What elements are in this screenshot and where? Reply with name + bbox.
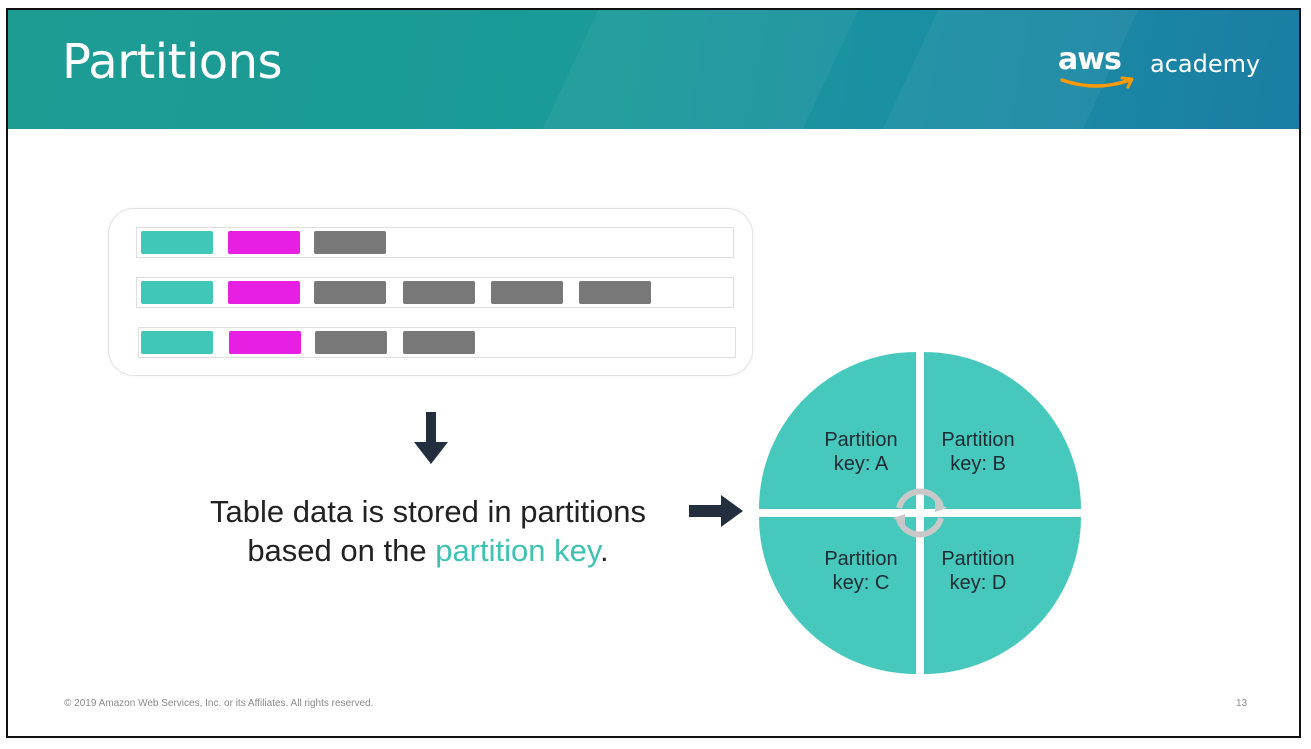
academy-logo-text: academy (1150, 50, 1261, 78)
attribute-cell (579, 281, 651, 304)
partition-circle: Partition key: A Partition key: B Partit… (759, 352, 1081, 674)
copyright-notice: © 2019 Amazon Web Services, Inc. or its … (64, 698, 374, 709)
arrow-right-icon (689, 495, 743, 527)
aws-logo-text: aws (1058, 42, 1122, 77)
aws-academy-logo: aws academy (1058, 42, 1261, 102)
table-row (138, 327, 736, 358)
aws-smile-icon (1060, 76, 1134, 89)
partition-label-line: Partition (941, 429, 1015, 451)
partition-key-label: key: C (832, 572, 890, 594)
header-decoration (528, 10, 868, 129)
partition-label: Partition key: B (928, 428, 1028, 476)
attribute-cell (403, 281, 475, 304)
partition-key-label: key: B (950, 453, 1006, 475)
sort-key-cell (229, 331, 301, 354)
table-row (136, 227, 734, 258)
partition-key-cell (141, 281, 213, 304)
caption-line-1: Table data is stored in partitions (210, 494, 646, 529)
table-row (136, 277, 734, 308)
attribute-cell (403, 331, 475, 354)
partition-key-label: key: D (949, 572, 1007, 594)
partition-label: Partition key: C (811, 547, 911, 595)
arrow-down-icon (414, 412, 448, 464)
partition-label-line: Partition (941, 548, 1015, 570)
caption-line-2: based on the partition key. (178, 531, 678, 570)
attribute-cell (491, 281, 563, 304)
partition-label: Partition key: D (928, 547, 1028, 595)
attribute-cell (315, 331, 387, 354)
table-illustration (108, 208, 753, 376)
partition-label-line: Partition (824, 548, 898, 570)
slide-header: Partitions aws academy (8, 10, 1299, 129)
diagram-caption: Table data is stored in partitions based… (178, 492, 678, 570)
sort-key-cell (228, 281, 300, 304)
partition-label: Partition key: A (811, 428, 911, 476)
partition-label-line: Partition (824, 429, 898, 451)
caption-highlight: partition key (435, 533, 601, 568)
slide-number: 13 (1236, 698, 1248, 709)
attribute-cell (314, 281, 386, 304)
caption-prefix: based on the (247, 533, 436, 568)
sort-key-cell (228, 231, 300, 254)
slide: Partitions aws academy (6, 8, 1301, 738)
attribute-cell (314, 231, 386, 254)
partition-key-cell (141, 331, 213, 354)
slide-title: Partitions (62, 34, 283, 90)
caption-suffix: . (600, 533, 609, 568)
refresh-cycle-icon (893, 488, 947, 538)
partition-key-cell (141, 231, 213, 254)
partition-key-label: key: A (833, 453, 889, 475)
